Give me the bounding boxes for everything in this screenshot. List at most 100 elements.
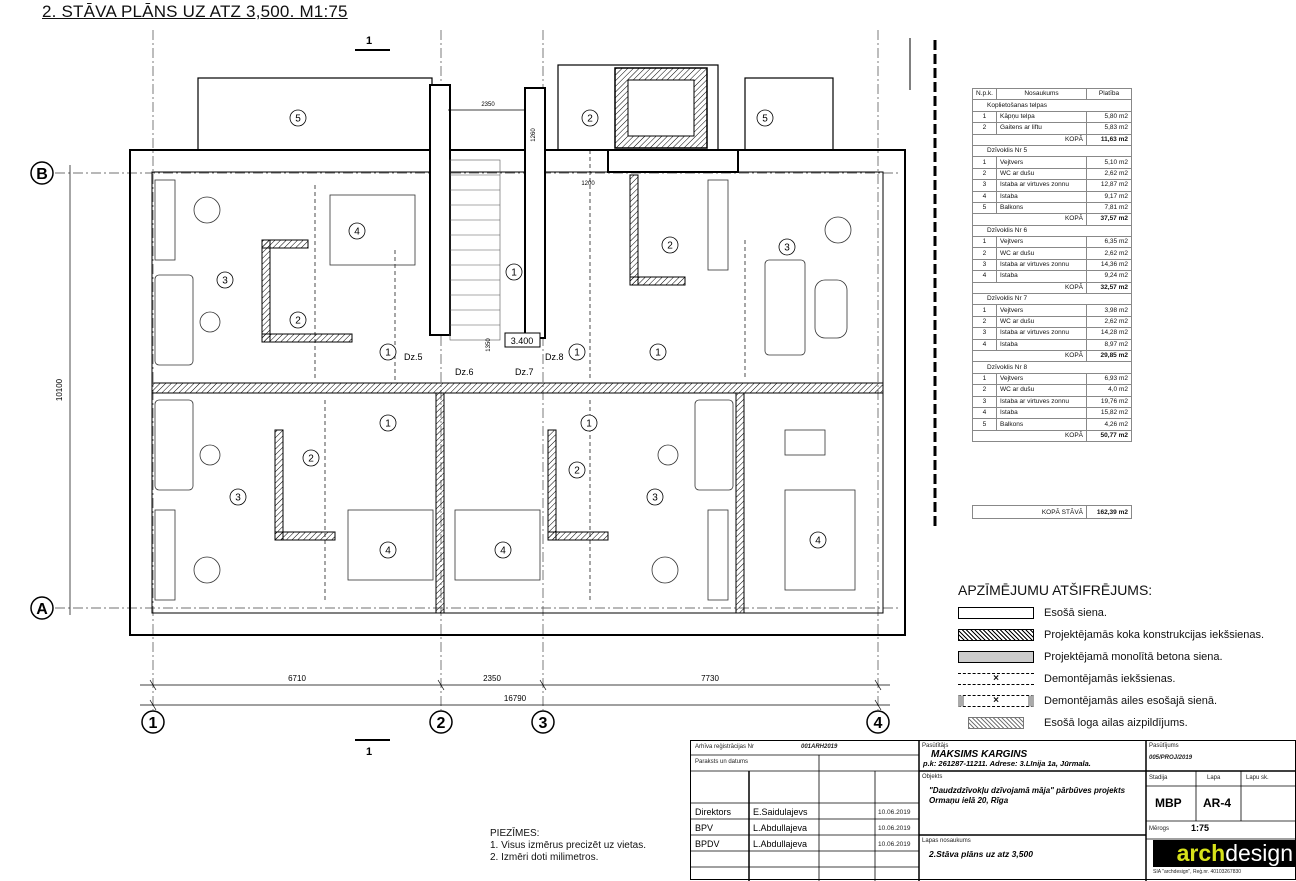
table-cell: 5 [972, 201, 997, 215]
floor-total-table: KOPĀ STĀVĀ 162,39 m2 [972, 505, 1132, 519]
legend-item: Demontējamās iekšsienas. [1044, 673, 1176, 685]
grid-lines [55, 30, 900, 710]
existing-wall-symbol [958, 607, 1034, 619]
object-label: Objekts [922, 774, 943, 780]
legend: APZĪMĒJUMU ATŠIFRĒJUMS: Esošā siena. Pro… [958, 582, 1296, 734]
table-cell: Dzīvoklis Nr 5 [972, 144, 1132, 158]
floor-plan: B A 1 2 3 4 1 1 [30, 30, 937, 758]
table-cell: N.p.k. [972, 87, 997, 101]
table-cell: Istaba ar virtuves zonnu [995, 395, 1088, 408]
room-bubble [302, 449, 320, 467]
stage-value: MBP [1155, 796, 1182, 810]
table-cell: 12,87 m2 [1086, 179, 1132, 192]
table-cell: Istaba ar virtuves zonnu [995, 179, 1088, 192]
table-cell: 3 [972, 327, 997, 340]
table-cell: 37,57 m2 [1086, 213, 1132, 226]
room-number: 1 [655, 348, 661, 359]
table-cell: 9,24 m2 [1086, 270, 1132, 283]
table-cell: 4,26 m2 [1086, 418, 1132, 431]
door-dz7: Dz.7 [515, 367, 534, 377]
room-bubble [568, 343, 586, 361]
legend-item: Projektējamās koka konstrukcijas iekšsie… [1044, 629, 1265, 641]
table-cell: 1 [972, 304, 997, 317]
group-header: Dzīvoklis Nr 5 [972, 144, 1132, 158]
table-cell: 5,80 m2 [1086, 110, 1132, 124]
room-number: 3 [652, 493, 658, 504]
table-cell: 1 [972, 372, 997, 386]
room-number: 1 [511, 268, 517, 279]
table-cell: 15,82 m2 [1086, 406, 1132, 420]
staircase [449, 159, 501, 341]
dim-2350: 2350 [483, 674, 501, 683]
staff-name: L.Abdullajeva [753, 839, 808, 849]
demolish-walls [314, 150, 746, 600]
corridor-wall [151, 382, 884, 394]
table-cell: WC ar dušu [995, 384, 1088, 397]
table-cell: KOPĀ [972, 213, 1087, 226]
table-cell: WC ar dušu [995, 167, 1088, 181]
archive-label: Arhīva reģistrācijas Nr [695, 744, 755, 750]
room-number: 2 [308, 454, 314, 465]
room-bubble [568, 461, 586, 479]
staff-name: E.Saidulajevs [753, 807, 808, 817]
archive-number: 001ARH2019 [801, 744, 838, 750]
staff-date: 10.06.2019 [878, 825, 911, 832]
object-address: Ormaņu ielā 20, Rīga [929, 796, 1009, 805]
room-number: 4 [385, 546, 391, 557]
table-cell: 5,83 m2 [1086, 122, 1132, 135]
axis-1: 1 [149, 715, 158, 732]
notes: PIEZĪMES: 1. Visus izmērus precizēt uz v… [490, 828, 646, 864]
staff-date: 10.06.2019 [878, 809, 911, 816]
sheet-name-label: Lapas nosaukums [922, 838, 971, 844]
note-item: 2. Izmēri doti milimetros. [490, 852, 599, 863]
room-bubble [505, 263, 523, 281]
legend-title: APZĪMĒJUMU ATŠIFRĒJUMS: [958, 582, 1153, 598]
legend-item: Projektējamā monolītā betona siena. [1044, 651, 1223, 663]
door-dz6: Dz.6 [455, 367, 474, 377]
table-cell: 6,35 m2 [1086, 236, 1132, 249]
table-cell: 29,85 m2 [1086, 349, 1132, 363]
section-mark-bottom: 1 [366, 746, 372, 758]
table-cell: Dzīvoklis Nr 6 [972, 224, 1132, 238]
room-bubble [809, 531, 827, 549]
room-number: 4 [815, 536, 821, 547]
room-bubble [289, 109, 307, 127]
table-cell: Istaba [995, 270, 1088, 283]
concrete-wall-symbol [958, 651, 1034, 663]
dim-stair-h: 1260 [531, 128, 537, 142]
axis-A: A [36, 601, 48, 618]
table-cell: Istaba [995, 406, 1088, 420]
table-cell: KOPĀ [972, 281, 1087, 295]
table-cell: 2 [972, 384, 997, 397]
axis-B: B [36, 166, 48, 183]
table-cell: Dzīvoklis Nr 7 [972, 293, 1132, 306]
table-cell: 2 [972, 167, 997, 181]
table-cell: WC ar dušu [995, 247, 1088, 260]
door-labels: Dz.5 Dz.6 Dz.7 Dz.8 [404, 352, 564, 377]
table-cell: Vejtvers [995, 156, 1088, 169]
room-bubble [581, 109, 599, 127]
room-number: 2 [667, 241, 673, 252]
table-cell: Balkons [995, 201, 1088, 215]
table-cell: 3 [972, 179, 997, 192]
room-number: 1 [574, 348, 580, 359]
table-cell: 1 [972, 156, 997, 169]
room-bubble [494, 541, 512, 559]
firm-info: SIA "archdesign", Reģ.nr. 40103267830 [1153, 869, 1242, 875]
table-cell: 3 [972, 395, 997, 408]
notes-title: PIEZĪMES: [490, 828, 540, 839]
legend-item: Esošā loga ailas aizpildījums. [1044, 717, 1188, 729]
table-cell: KOPĀ [972, 349, 1087, 363]
room-bubble [661, 236, 679, 254]
